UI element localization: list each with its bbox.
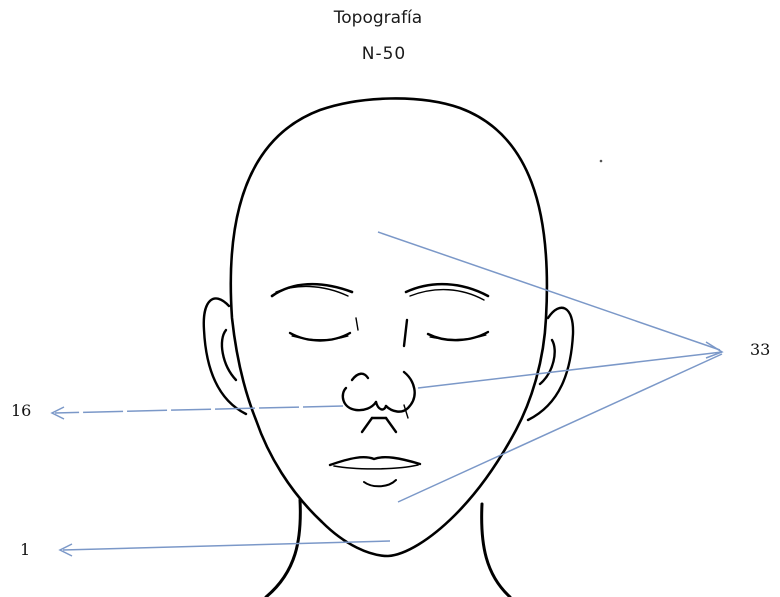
label-1: 1 [20, 540, 30, 559]
right-eyebrow-hair [410, 290, 484, 300]
ears [204, 298, 573, 420]
right-ear [528, 308, 573, 420]
arrow-nose-to-16 [55, 406, 343, 413]
label-16: 16 [11, 401, 31, 420]
philtrum-left [362, 418, 372, 432]
eyebrows [272, 284, 488, 300]
philtrum-right [386, 418, 396, 432]
nose-right [386, 372, 415, 412]
upper-lip [330, 457, 420, 465]
arrow-chin-to-33 [398, 354, 722, 502]
mouth [330, 457, 420, 486]
arrows [52, 232, 722, 556]
lower-lip [364, 480, 396, 486]
speck [600, 160, 603, 163]
neck-right [482, 504, 510, 597]
nose-left-wing [352, 374, 368, 380]
head-outline [231, 98, 547, 556]
neck-left [266, 500, 300, 597]
left-ear [204, 298, 246, 414]
lip-line [334, 465, 418, 469]
left-lid-crease [356, 318, 358, 330]
eyes [290, 318, 488, 341]
nose-tip [376, 402, 386, 409]
nose-left [343, 388, 376, 410]
nose [343, 320, 415, 432]
left-eyebrow [272, 284, 352, 296]
nose-bridge [404, 320, 407, 346]
arrow-chin-to-1 [63, 541, 390, 550]
neck [266, 500, 510, 597]
face-contour [231, 98, 547, 556]
label-33: 33 [750, 340, 770, 359]
